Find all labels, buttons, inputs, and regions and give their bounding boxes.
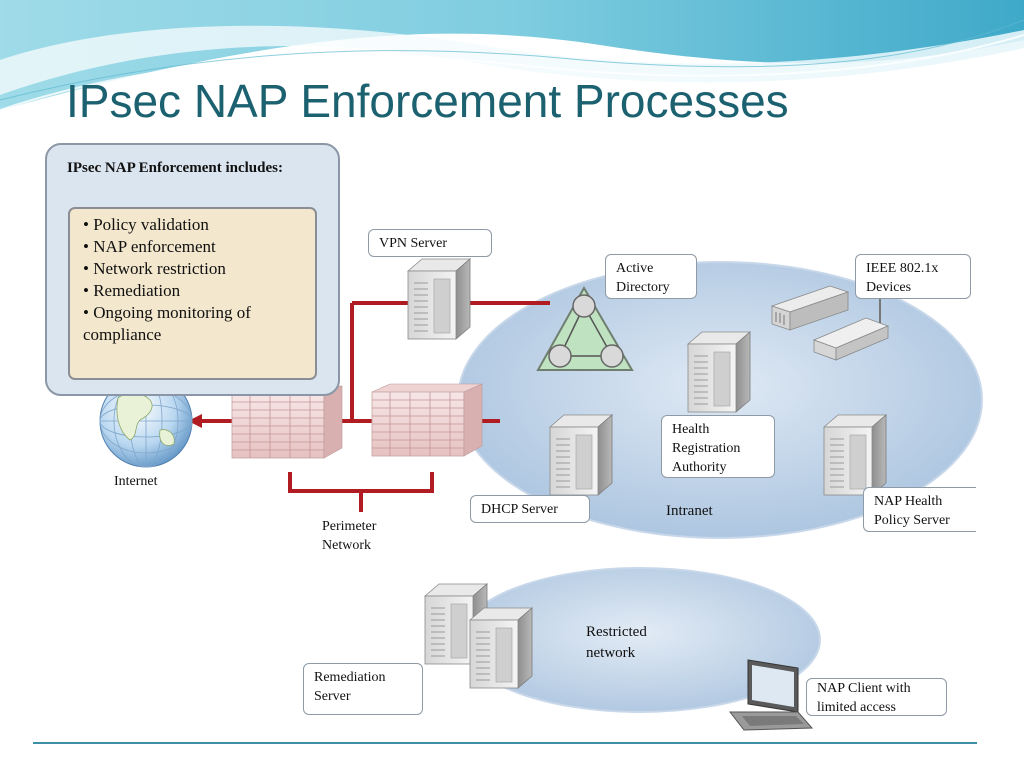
hra-label-line: Registration [672, 441, 741, 456]
perimeter-network-label-line: Perimeter [322, 519, 377, 534]
bullet-ongoing-monitoring: • Ongoing monitoring of compliance [83, 303, 251, 344]
network-connector-lines [200, 301, 550, 512]
ieee-devices-label-line: IEEE 802.1x [866, 261, 939, 276]
remediation-server-icon [469, 607, 533, 689]
header-wave-decoration [0, 0, 1024, 111]
restricted-network-label-line: network [586, 645, 636, 661]
slide-title: IPsec NAP Enforcement Processes [66, 75, 789, 127]
remediation-server-label-line: Server [314, 689, 351, 704]
info-box-heading: IPsec NAP Enforcement includes: [67, 160, 283, 176]
perimeter-network-label-line: Network [322, 538, 371, 553]
bullet-nap-enforcement: • NAP enforcement [83, 237, 216, 256]
hra-label-line: Authority [672, 460, 727, 475]
bullet-network-restriction: • Network restriction [83, 259, 226, 278]
health-registration-authority-callout: Health Registration Authority [661, 415, 775, 478]
footer-divider [33, 742, 977, 744]
dhcp-server-icon [549, 414, 613, 496]
nap-client-callout: NAP Client with limited access [806, 678, 947, 716]
dhcp-server-callout: DHCP Server [470, 495, 590, 523]
enforcement-bullet-list: • Policy validation • NAP enforcement • … [68, 207, 317, 380]
vpn-server-icon [407, 258, 471, 340]
hra-label-line: Health [672, 422, 710, 437]
restricted-network-label: Restricted network [586, 622, 647, 664]
nap-client-label-line: limited access [817, 700, 896, 715]
perimeter-network-label: Perimeter Network [322, 517, 376, 555]
ieee-devices-label-line: Devices [866, 280, 912, 295]
firewall-icon [231, 385, 343, 459]
active-directory-icon [536, 285, 634, 371]
laptop-icon [728, 659, 814, 731]
nap-hps-label-line: Policy Server [874, 513, 950, 528]
nap-health-policy-server-callout: NAP Health Policy Server [863, 487, 976, 532]
firewall-icon [371, 383, 483, 457]
active-directory-label-line: Active [616, 261, 654, 276]
remediation-server-label-line: Remediation [314, 670, 386, 685]
wireless-access-point-icon [812, 294, 890, 361]
health-registration-authority-server-icon [687, 331, 751, 413]
intranet-label: Intranet [666, 503, 713, 519]
nap-health-policy-server-icon [823, 414, 887, 496]
active-directory-label-line: Directory [616, 280, 670, 295]
bullet-policy-validation: • Policy validation [83, 215, 209, 234]
restricted-network-label-line: Restricted [586, 624, 647, 640]
nap-client-label-line: NAP Client with [817, 681, 911, 696]
active-directory-callout: Active Directory [605, 254, 697, 299]
nap-hps-label-line: NAP Health [874, 494, 943, 509]
remediation-server-callout: Remediation Server [303, 663, 423, 715]
vpn-server-callout: VPN Server [368, 229, 492, 257]
ieee-devices-callout: IEEE 802.1x Devices [855, 254, 971, 299]
internet-label: Internet [114, 474, 158, 489]
switch-icon [770, 285, 850, 331]
internet-arrowhead [188, 414, 202, 428]
bullet-remediation: • Remediation [83, 281, 181, 300]
